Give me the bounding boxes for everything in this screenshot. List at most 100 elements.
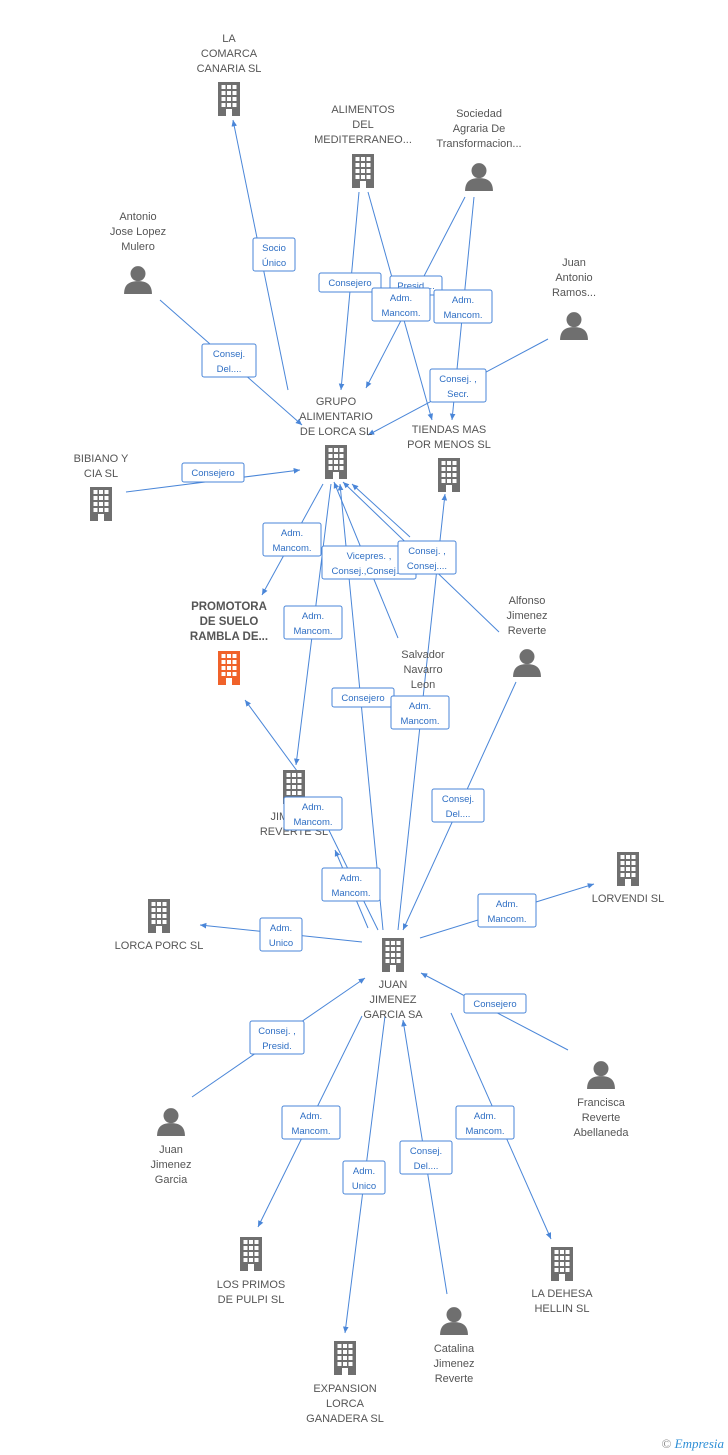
role-badge[interactable]: Adm.Mancom. xyxy=(283,796,343,831)
node-label-line: GARCIA SA xyxy=(363,1009,423,1021)
node-lorvendi[interactable]: LORVENDI SL xyxy=(592,852,665,905)
role-badge[interactable]: Consej.Del.... xyxy=(399,1140,453,1175)
node-label-line: Navarro xyxy=(403,664,442,676)
node-label-line: Francisca xyxy=(577,1097,626,1109)
role-badge[interactable]: Adm.Mancom. xyxy=(321,867,381,902)
badge-label: Consej. xyxy=(410,1146,442,1157)
building-icon xyxy=(617,852,639,886)
role-badge[interactable]: Consej.Del.... xyxy=(201,343,257,378)
footer: © Empresia xyxy=(662,1436,725,1452)
role-badge[interactable]: Consej. ,Presid. xyxy=(249,1020,305,1055)
role-badge[interactable]: Adm.Mancom. xyxy=(455,1105,515,1140)
badge-label: Adm. xyxy=(300,1111,322,1122)
badge-box xyxy=(318,272,382,293)
role-badge[interactable]: Adm.Mancom. xyxy=(262,522,322,557)
role-badge[interactable]: Adm.Unico xyxy=(259,917,303,952)
node-label-line: Reverte xyxy=(508,625,547,637)
badge-label: Mancom. xyxy=(443,310,482,321)
role-badge[interactable]: Consejero xyxy=(331,687,395,708)
edge-9 xyxy=(351,483,411,538)
badge-label: Del.... xyxy=(446,809,471,820)
role-badge[interactable]: Consej. Del.... xyxy=(431,788,485,823)
badge-box xyxy=(463,993,527,1014)
role-badge[interactable]: Consejero xyxy=(181,462,245,483)
badge-label: Consej. xyxy=(213,349,245,360)
role-badge[interactable]: Adm.Mancom. xyxy=(281,1105,341,1140)
role-badge[interactable]: Consej. ,Consej.... xyxy=(397,540,457,575)
node-alimentos[interactable]: ALIMENTOSDELMEDITERRANEO... xyxy=(314,104,412,188)
node-label-line: LOS PRIMOS xyxy=(217,1279,285,1291)
building-icon xyxy=(438,458,460,492)
role-badge[interactable]: Adm.Mancom. xyxy=(390,695,450,730)
role-badge[interactable]: Adm.Unico xyxy=(342,1160,386,1195)
node-label-line: Jimenez xyxy=(151,1159,192,1171)
node-label-line: DE SUELO xyxy=(200,616,259,628)
node-label-line: GANADERA SL xyxy=(306,1413,384,1425)
role-badge[interactable]: Adm.Mancom. xyxy=(283,605,343,640)
badge-label: Socio xyxy=(262,243,286,254)
badge-box xyxy=(262,522,322,557)
building-icon xyxy=(218,82,240,116)
badge-box xyxy=(397,540,457,575)
node-label-line: ALIMENTOS xyxy=(331,104,394,116)
node-jantonio[interactable]: JuanAntonioRamos... xyxy=(552,257,596,340)
building-icon xyxy=(240,1237,262,1271)
node-label-line: LA DEHESA xyxy=(531,1288,593,1300)
brand-logo[interactable]: Empresia xyxy=(675,1436,724,1451)
badge-label: Único xyxy=(262,258,286,269)
badge-box xyxy=(321,867,381,902)
building-icon xyxy=(382,938,404,972)
badge-box xyxy=(477,893,537,928)
badge-label: Mancom. xyxy=(331,888,370,899)
badge-label: Mancom. xyxy=(272,543,311,554)
role-badge[interactable]: Consej. ,Secr. xyxy=(429,368,487,403)
badge-label: Adm. xyxy=(409,701,431,712)
node-label-line: POR MENOS SL xyxy=(407,439,491,451)
badge-label: Consej. , xyxy=(408,546,446,557)
building-icon xyxy=(148,899,170,933)
person-icon xyxy=(440,1307,468,1335)
role-badge[interactable]: Adm. Mancom. xyxy=(433,289,493,324)
copyright-icon: © xyxy=(661,1436,672,1451)
role-badge[interactable]: Consejero xyxy=(463,993,527,1014)
node-label-line: Agraria De xyxy=(453,123,506,135)
badge-label: Adm. xyxy=(270,923,292,934)
badge-label: Adm. xyxy=(390,293,412,304)
role-badge[interactable]: Adm.Mancom. xyxy=(477,893,537,928)
role-badge[interactable]: Consejero xyxy=(318,272,382,293)
badge-box xyxy=(342,1160,386,1195)
badge-label: Adm. xyxy=(496,899,518,910)
node-lorcaporc[interactable]: LORCA PORC SL xyxy=(115,899,204,952)
node-label-line: DEL xyxy=(352,119,373,131)
node-juanjg[interactable]: JUAN JIMENEZ GARCIA SA xyxy=(363,938,423,1021)
node-label-line: BIBIANO Y xyxy=(74,453,129,465)
badge-label: Adm. xyxy=(452,295,474,306)
badge-box xyxy=(259,917,303,952)
badge-label: Adm. xyxy=(474,1111,496,1122)
badge-label: Consejero xyxy=(341,693,384,704)
badge-label: Consej. xyxy=(442,794,474,805)
node-label-line: JUAN xyxy=(379,979,408,991)
badge-label: Mancom. xyxy=(293,626,332,637)
badge-label: Secr. xyxy=(447,389,469,400)
node-label-line: JIMENEZ xyxy=(369,994,416,1006)
building-icon xyxy=(218,651,240,685)
role-badge[interactable]: Adm.Mancom. xyxy=(371,287,431,322)
